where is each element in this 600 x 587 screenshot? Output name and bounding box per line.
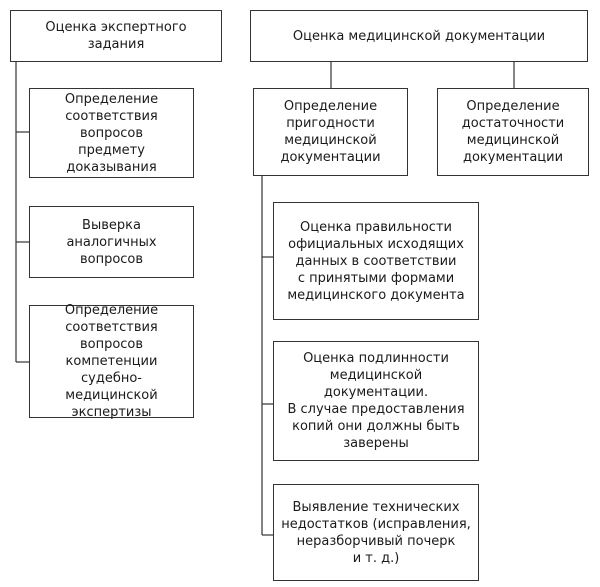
node-authenticity: Оценка подлинности медицинской документа…: [273, 341, 479, 461]
node-sufficiency: Определение достаточности медицинской до…: [437, 88, 589, 176]
node-expert-task: Оценка экспертного задания: [10, 10, 222, 62]
node-medical-documentation: Оценка медицинской документации: [250, 10, 588, 62]
node-technical-defects: Выявление технических недостатков (испра…: [273, 484, 479, 581]
node-similar-questions: Выверка аналогичных вопросов: [29, 206, 194, 278]
node-correctness: Оценка правильности официальных исходящи…: [273, 202, 479, 320]
node-competence: Определение соответствия вопросов компет…: [29, 303, 194, 420]
node-questions-subject: Определение соответствия вопросов предме…: [29, 88, 194, 178]
node-suitability: Определение пригодности медицинской доку…: [253, 88, 408, 176]
